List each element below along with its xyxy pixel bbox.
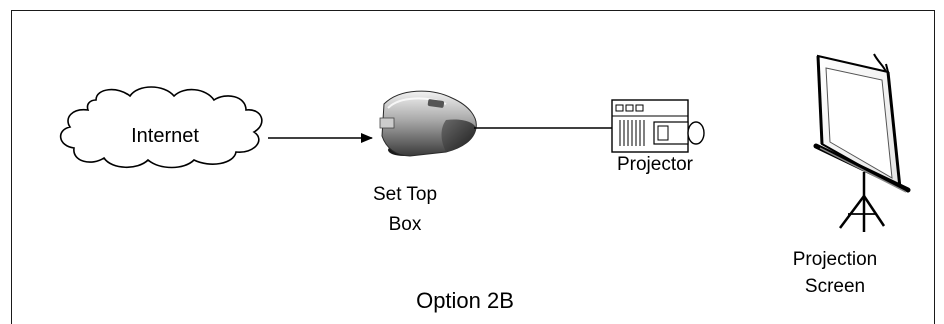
- diagram-caption: Option 2B: [416, 288, 514, 313]
- projector-icon: [611, 99, 705, 153]
- cloud-icon: [59, 86, 263, 169]
- diagram-frame: [11, 10, 935, 324]
- internet-label: Internet: [131, 125, 199, 147]
- projector-label: Projector: [616, 154, 694, 175]
- set-top-box-label-line2: Box: [388, 214, 422, 235]
- projection-screen-label-line1: Projection: [792, 249, 878, 270]
- projection-screen-label-line2: Screen: [804, 276, 866, 297]
- set-top-box-label-line1: Set Top: [372, 184, 438, 205]
- set-top-box-icon: [379, 90, 477, 157]
- set-top-box-label: Set Top Box: [350, 180, 460, 240]
- projection-screen-icon: [813, 53, 911, 232]
- projection-screen-label: Projection Screen: [775, 246, 895, 300]
